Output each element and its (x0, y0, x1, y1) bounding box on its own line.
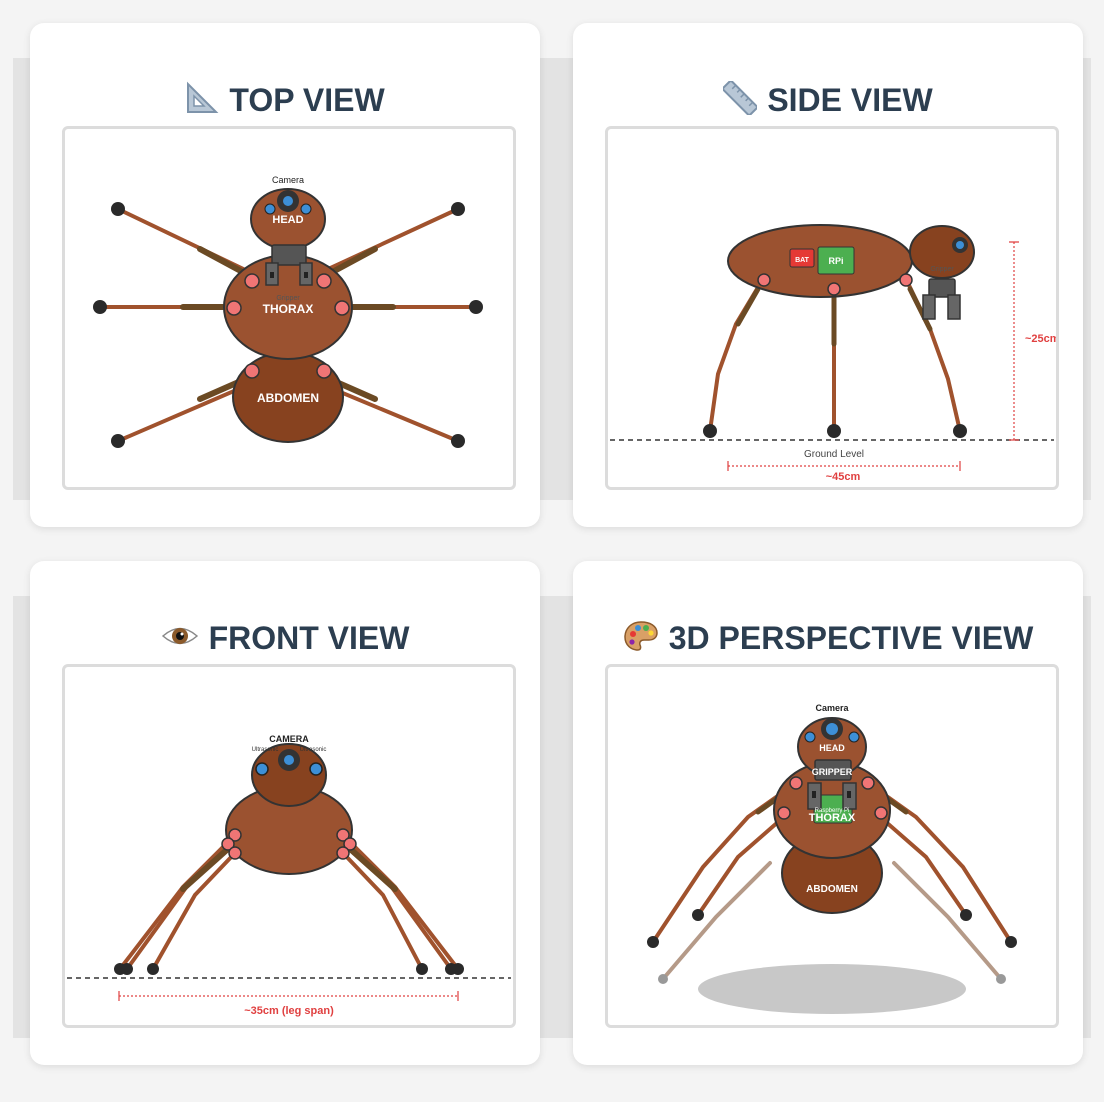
front-span-dimension (118, 991, 459, 1001)
perspective-gripper-label: GRIPPER (812, 767, 853, 777)
perspective-eyes (804, 718, 860, 743)
perspective-camera-label: Camera (815, 703, 849, 713)
foot (451, 202, 465, 216)
top-gripper-label: Gripper (276, 295, 300, 302)
perspective-joints (777, 776, 888, 820)
perspective-view-canvas: Camera HEAD GRIPPER Raspberry Pi THORAX … (605, 664, 1059, 1028)
foot (111, 202, 125, 216)
top-joints (226, 273, 350, 379)
perspective-back-legs (661, 861, 1003, 981)
top-abdomen-label: ABDOMEN (257, 391, 319, 405)
front-joints (221, 828, 357, 860)
side-joints (757, 273, 913, 296)
side-rpi (817, 246, 855, 275)
side-rpi-label: RPi (828, 256, 843, 266)
foot (451, 434, 465, 448)
side-feet (703, 424, 967, 438)
side-height-label: ~25cm (1025, 333, 1056, 345)
side-view-card: SIDE VIEW (573, 23, 1083, 527)
top-view-title: TOP VIEW (30, 81, 540, 119)
front-ultrasonic-right-label: Ultrasonic (300, 747, 327, 753)
perspective-view-card: 3D PERSPECTIVE VIEW (573, 561, 1083, 1065)
front-span-label: ~35cm (leg span) (244, 1005, 334, 1017)
perspective-view-title: 3D PERSPECTIVE VIEW (573, 619, 1083, 657)
side-view-title: SIDE VIEW (573, 81, 1083, 119)
top-view-card: TOP VIEW (30, 23, 540, 527)
front-view-card: FRONT VIEW (30, 561, 540, 1065)
front-head (251, 743, 327, 807)
palette-icon (623, 619, 659, 653)
ruler-icon (723, 81, 758, 115)
perspective-gripper (807, 759, 857, 810)
side-battery (789, 248, 815, 268)
side-view-canvas: BAT RPi Gripper Ground Level ~45cm ~25cm (605, 126, 1059, 490)
front-view-title: FRONT VIEW (30, 619, 540, 657)
front-ultrasonic-left-label: Ultrasonic (252, 747, 279, 753)
front-feet (114, 963, 464, 975)
perspective-raspberry-label: Raspberry Pi (815, 808, 850, 814)
top-gripper (265, 244, 313, 286)
side-height-dimension (1009, 241, 1019, 441)
front-camera-label: CAMERA (269, 734, 309, 744)
foot (469, 300, 483, 314)
eye-icon (161, 619, 199, 653)
perspective-shadow (698, 964, 966, 1014)
front-view-canvas: CAMERA Ultrasonic Ultrasonic ~35cm (leg … (62, 664, 516, 1028)
side-gripper (922, 278, 961, 320)
side-battery-label: BAT (795, 257, 810, 264)
top-head-label: HEAD (272, 214, 303, 226)
top-thorax-label: THORAX (263, 302, 314, 316)
foot (111, 434, 125, 448)
side-gripper-label: Gripper (930, 266, 954, 273)
top-view-canvas: Camera HEAD Gripper THORAX ABDOMEN (62, 126, 516, 490)
perspective-feet (647, 909, 1017, 948)
side-length-label: ~45cm (826, 471, 861, 483)
top-camera-label: Camera (272, 175, 304, 185)
side-leg-front (708, 277, 765, 433)
front-eyes (255, 749, 323, 776)
foot (93, 300, 107, 314)
perspective-thorax-label: THORAX (809, 812, 856, 824)
side-ground-label: Ground Level (804, 449, 864, 460)
perspective-head-label: HEAD (819, 743, 845, 753)
triangle-ruler-icon (185, 81, 219, 115)
side-length-dimension (727, 461, 961, 471)
perspective-abdomen-label: ABDOMEN (806, 884, 858, 895)
top-eyes (264, 190, 312, 215)
top-feet (93, 202, 483, 448)
